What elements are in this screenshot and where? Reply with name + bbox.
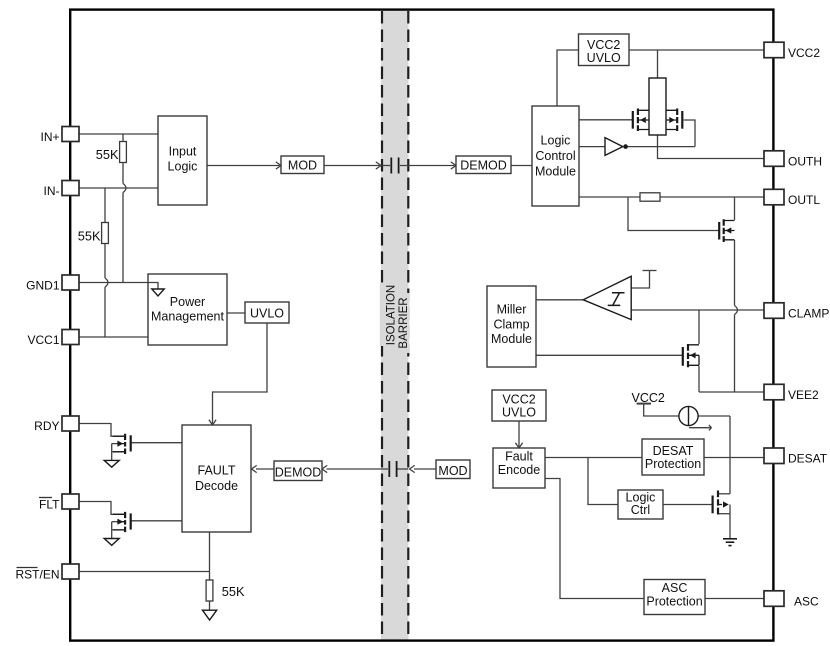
svg-text:VCC2: VCC2 [502, 393, 535, 407]
svg-text:Protection: Protection [646, 595, 702, 609]
svg-text:IN-: IN- [44, 184, 60, 198]
svg-text:Logic: Logic [626, 491, 656, 505]
svg-text:FAULT: FAULT [198, 464, 236, 478]
svg-text:VCC2: VCC2 [632, 391, 665, 405]
svg-text:55K: 55K [96, 147, 119, 162]
svg-text:DESAT: DESAT [788, 452, 828, 466]
svg-text:UVLO: UVLO [502, 406, 536, 420]
svg-text:Ctrl: Ctrl [631, 503, 650, 517]
svg-text:GND1: GND1 [26, 279, 60, 293]
svg-text:Module: Module [535, 165, 576, 179]
svg-text:CLAMP: CLAMP [788, 307, 829, 321]
svg-text:FLT: FLT [39, 498, 60, 512]
svg-text:MOD: MOD [438, 464, 467, 478]
svg-text:Control: Control [535, 149, 575, 163]
svg-text:OUTH: OUTH [788, 155, 822, 169]
svg-text:DEMOD: DEMOD [460, 159, 507, 173]
svg-text:Logic: Logic [541, 134, 571, 148]
svg-text:VEE2: VEE2 [788, 388, 819, 402]
svg-text:UVLO: UVLO [587, 51, 621, 65]
svg-text:UVLO: UVLO [250, 307, 284, 321]
svg-text:VCC2: VCC2 [788, 46, 820, 60]
svg-text:Decode: Decode [195, 479, 238, 493]
svg-text:DEMOD: DEMOD [275, 466, 322, 480]
svg-text:ASC: ASC [662, 581, 688, 595]
svg-text:Clamp: Clamp [493, 318, 529, 332]
svg-text:Management: Management [151, 310, 224, 324]
svg-text:Fault: Fault [505, 450, 533, 464]
svg-text:RDY: RDY [34, 419, 59, 433]
svg-text:Logic: Logic [168, 160, 198, 174]
svg-text:IN+: IN+ [40, 130, 59, 144]
svg-text:BARRIER: BARRIER [398, 297, 410, 348]
svg-text:RST/EN: RST/EN [15, 568, 59, 582]
svg-text:VCC1: VCC1 [27, 333, 59, 347]
svg-text:Input: Input [169, 145, 197, 159]
svg-text:VCC2: VCC2 [587, 38, 620, 52]
svg-text:ASC: ASC [794, 595, 819, 609]
svg-text:55K: 55K [222, 584, 245, 599]
svg-text:Module: Module [491, 332, 532, 346]
svg-text:MOD: MOD [288, 159, 317, 173]
svg-text:ISOLATION: ISOLATION [385, 285, 397, 346]
svg-text:Miller: Miller [497, 303, 527, 317]
svg-text:Encode: Encode [498, 463, 540, 477]
svg-text:Protection: Protection [645, 457, 701, 471]
svg-text:OUTL: OUTL [788, 193, 820, 207]
svg-text:DESAT: DESAT [653, 444, 694, 458]
svg-text:Power: Power [170, 295, 205, 309]
svg-text:55K: 55K [78, 229, 101, 244]
